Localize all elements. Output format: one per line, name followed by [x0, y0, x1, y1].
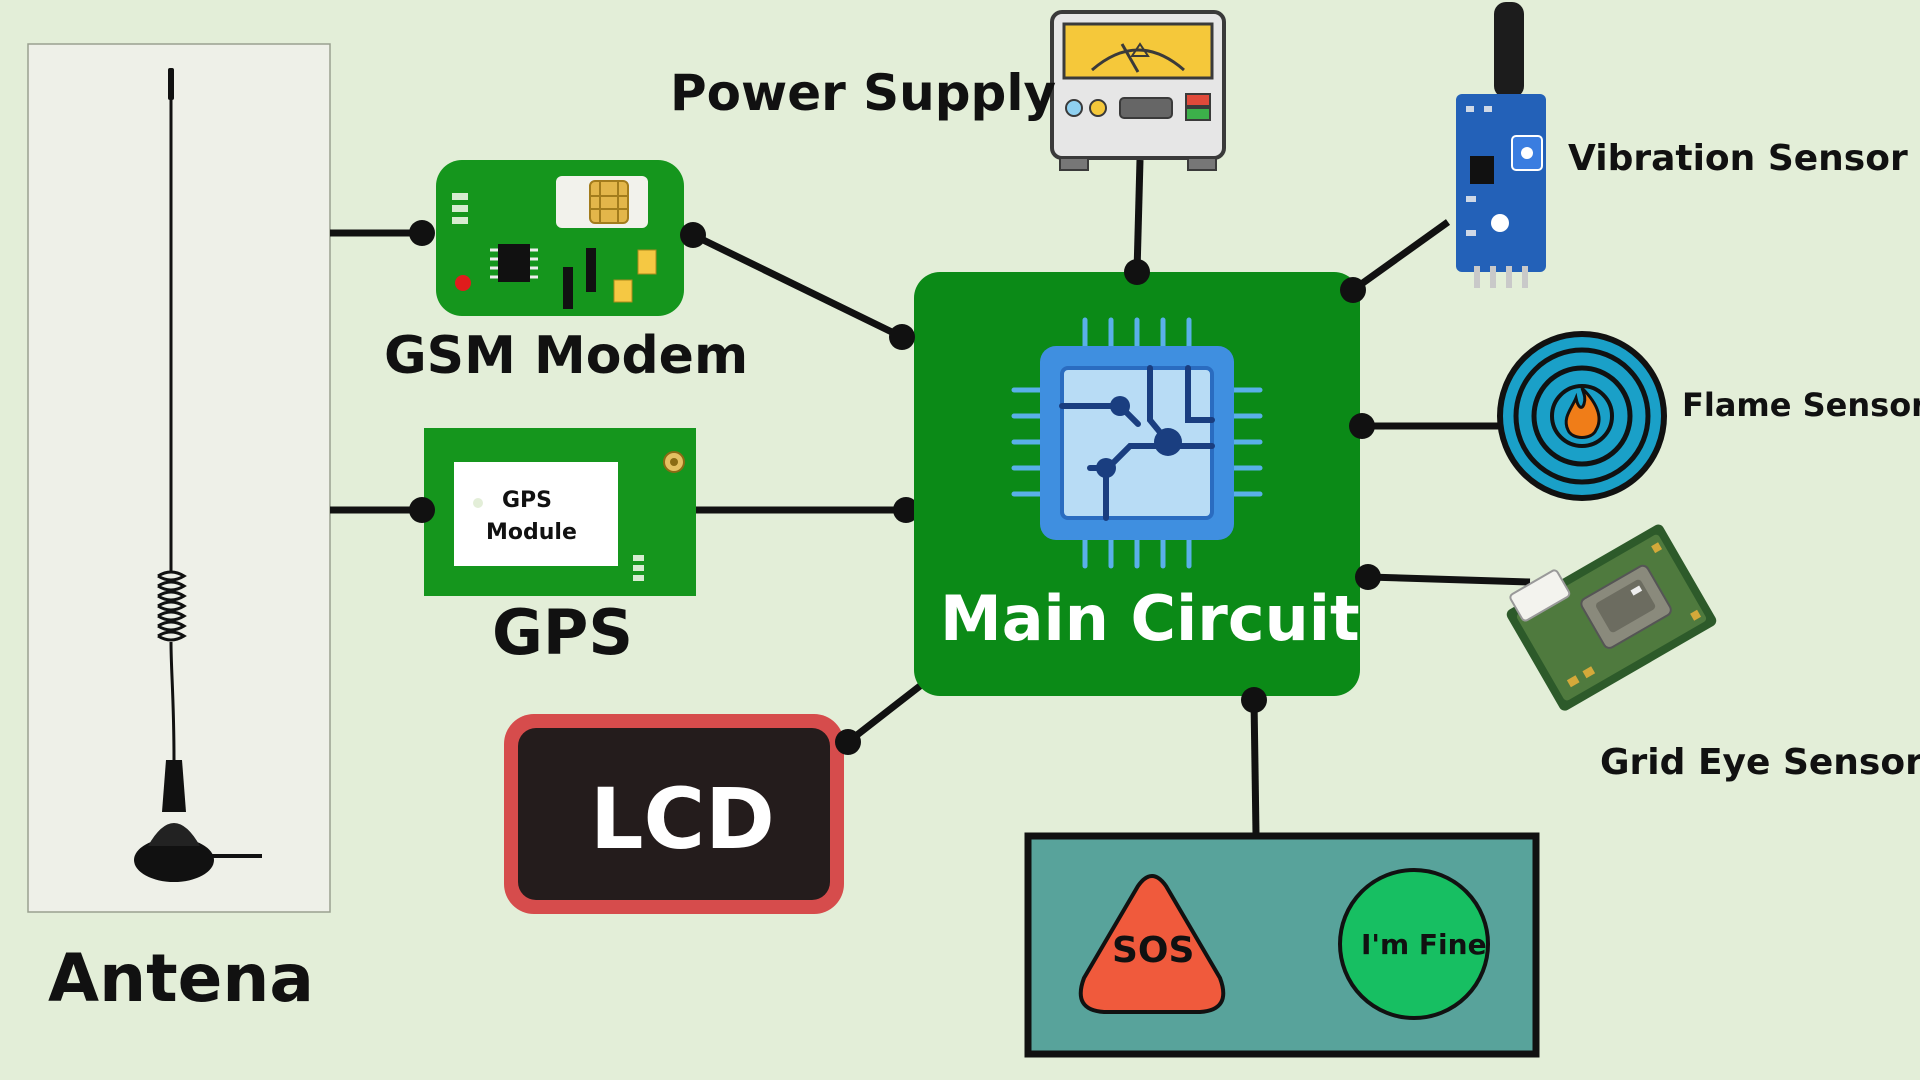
- button-panel: [1024, 832, 1540, 1058]
- power-supply-icon: [1050, 10, 1226, 171]
- flame-sensor-label: Flame Sensor: [1682, 386, 1920, 424]
- lcd-label: LCD: [590, 770, 775, 868]
- vibration-sensor-icon: [1456, 2, 1546, 288]
- main-circuit-connectors: [889, 259, 1381, 713]
- lcd-display: [504, 714, 844, 914]
- grid-eye-sensor-label: Grid Eye Sensor: [1600, 742, 1920, 783]
- gsm-modem-label: GSM Modem: [384, 326, 749, 386]
- power-supply-label: Power Supply: [670, 64, 1057, 122]
- lcd-connector: [835, 729, 861, 755]
- sos-button[interactable]: SOS: [1112, 930, 1195, 971]
- antenna-icon: [134, 68, 262, 882]
- gps-label: GPS: [492, 596, 633, 669]
- grid-eye-sensor-icon: [1506, 524, 1717, 711]
- vibration-sensor-label: Vibration Sensor: [1568, 138, 1908, 179]
- antenna-label: Antena: [48, 940, 314, 1017]
- gsm-module-icon: [436, 160, 684, 316]
- gsm-connectors: [409, 220, 706, 248]
- gps-connectors: [409, 497, 919, 523]
- gps-module-text-line1: GPS: [502, 488, 553, 513]
- connection-lines: [330, 159, 1531, 835]
- processor-chip-icon: [1011, 317, 1263, 569]
- antenna-panel: [27, 43, 331, 913]
- main-circuit-label: Main Circuit: [940, 582, 1360, 655]
- gps-module-text-line2: Module: [486, 520, 577, 545]
- gps-module-icon: [424, 428, 696, 596]
- im-fine-button[interactable]: I'm Fine: [1361, 928, 1487, 961]
- flame-sensor-icon: [1497, 331, 1667, 501]
